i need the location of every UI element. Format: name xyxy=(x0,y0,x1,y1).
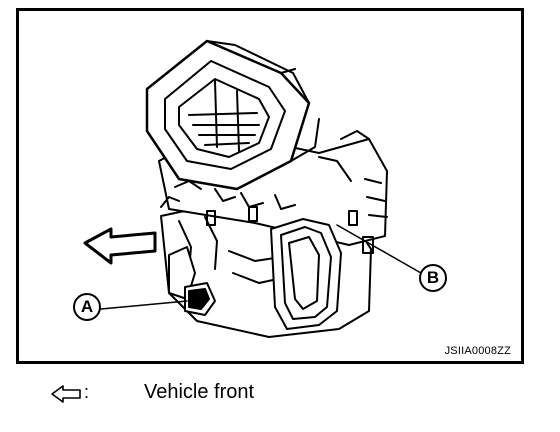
vehicle-front-arrow xyxy=(83,227,157,265)
figure-code: JSIIA0008ZZ xyxy=(444,345,511,357)
heater-unit-illustration xyxy=(83,39,422,338)
legend: : Vehicle front xyxy=(50,381,350,407)
callout-a: A xyxy=(73,293,101,321)
callout-b: B xyxy=(419,264,447,292)
figure-frame: A B JSIIA0008ZZ xyxy=(16,8,524,364)
legend-text: Vehicle front xyxy=(144,381,255,403)
hollow-left-arrow-icon xyxy=(50,383,84,410)
legend-separator: : xyxy=(84,382,90,402)
